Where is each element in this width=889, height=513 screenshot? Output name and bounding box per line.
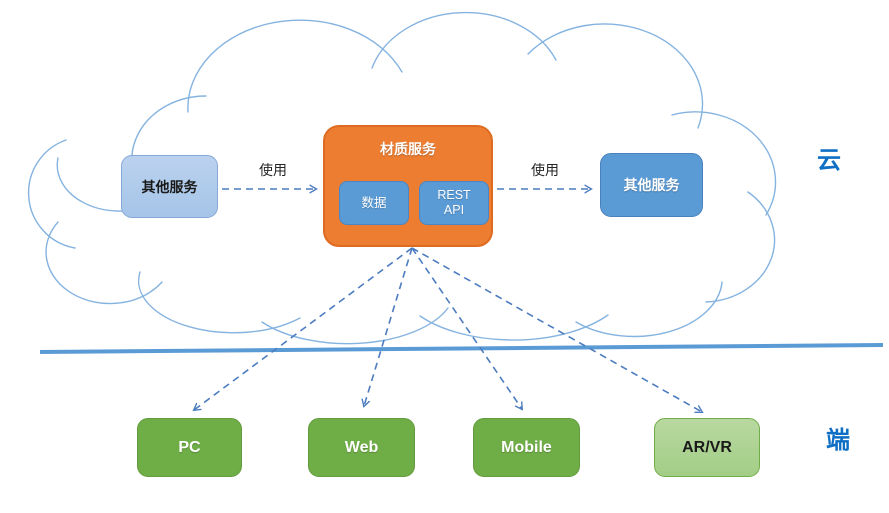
node-rest-api[interactable]: REST API <box>419 181 489 225</box>
material-service-title: 材质服务 <box>380 141 436 157</box>
arrow-material-to-web <box>364 247 413 406</box>
data-label: 数据 <box>361 195 387 210</box>
arrow-material-to-mobile <box>411 247 522 409</box>
other-service-left-label: 其他服务 <box>141 178 198 195</box>
node-client-mobile[interactable]: Mobile <box>473 418 580 477</box>
node-other-service-left[interactable]: 其他服务 <box>121 155 218 218</box>
rest-api-label: REST API <box>437 188 471 217</box>
arrow-material-to-arvr <box>411 247 702 412</box>
node-data[interactable]: 数据 <box>339 181 409 225</box>
node-client-web[interactable]: Web <box>308 418 415 477</box>
node-client-pc[interactable]: PC <box>137 418 242 477</box>
node-material-service[interactable]: 材质服务 数据 REST API <box>323 125 493 247</box>
node-client-arvr[interactable]: AR/VR <box>654 418 760 477</box>
node-other-service-right[interactable]: 其他服务 <box>600 153 703 217</box>
use-label-left: 使用 <box>259 162 287 178</box>
other-service-right-label: 其他服务 <box>623 177 680 193</box>
divider-line <box>39 343 884 354</box>
client-web-label: Web <box>344 438 379 456</box>
use-label-right: 使用 <box>531 162 559 178</box>
client-pc-label: PC <box>178 438 201 456</box>
arrow-material-to-pc <box>194 247 413 410</box>
client-mobile-label: Mobile <box>501 438 552 456</box>
client-zone-label: 端 <box>826 427 850 454</box>
client-arvr-label: AR/VR <box>682 438 732 456</box>
cloud-zone-label: 云 <box>817 147 841 174</box>
